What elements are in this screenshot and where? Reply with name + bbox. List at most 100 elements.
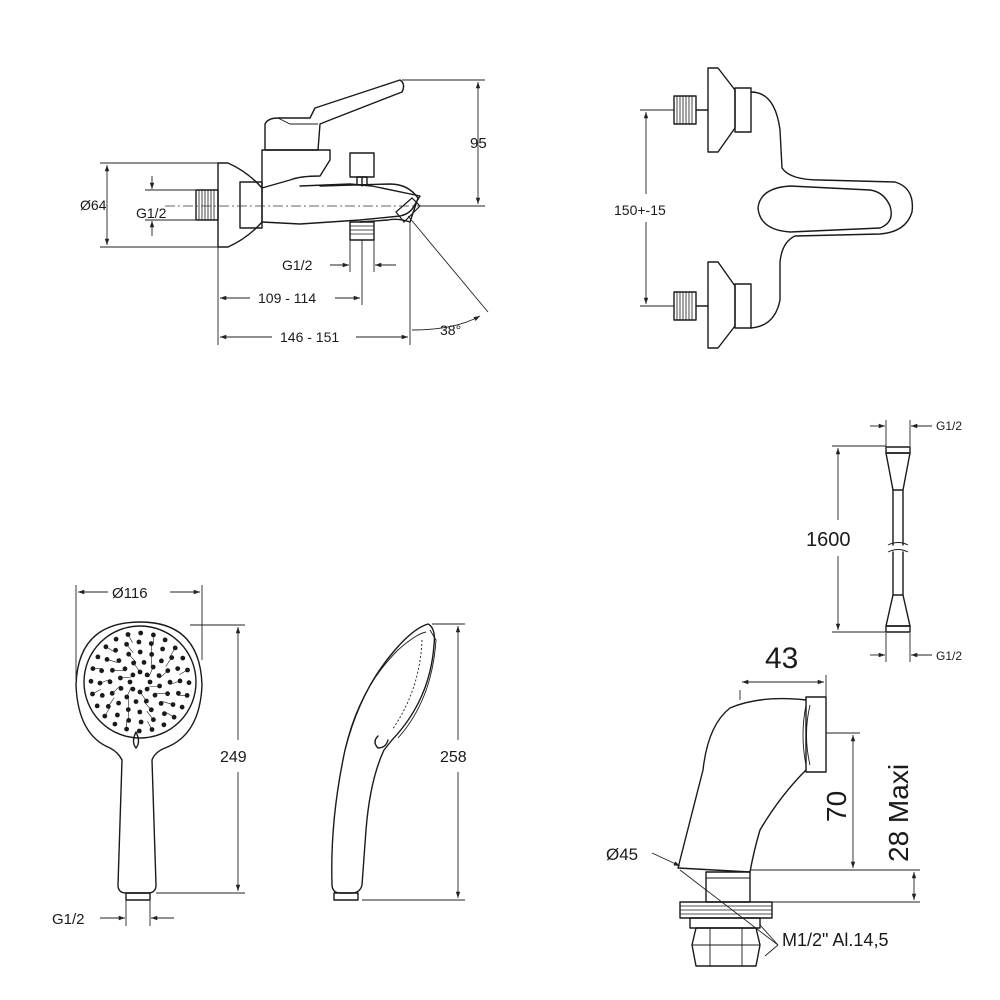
elbow-body [677, 697, 807, 873]
nozzle-dot [160, 646, 166, 652]
diverter-knob [349, 152, 375, 178]
dim-label-centres: 150+-15 [614, 202, 666, 218]
dim-hose-bottom-thread [870, 633, 932, 662]
dim-label-diameter: Ø64 [80, 197, 107, 213]
handshower-head-outline [75, 621, 203, 894]
nozzle-dot [172, 645, 178, 651]
nozzle-dot [122, 666, 128, 672]
nozzle-dot [162, 637, 168, 643]
nozzle-link [112, 670, 124, 672]
nozzle-dot [88, 678, 94, 684]
side-top-flange [707, 67, 736, 153]
nozzle-link [126, 686, 132, 698]
dim-label-elbow-width: 43 [765, 642, 798, 675]
nozzle-link [108, 697, 115, 707]
dim-hose-length [832, 445, 886, 633]
shower-hose: G1/2 1600 G1/2 [806, 419, 962, 663]
nozzle-dot [159, 658, 164, 664]
nozzle-dot [133, 699, 139, 704]
nozzle-link [126, 644, 134, 653]
spout-nozzle [395, 197, 421, 223]
mixer-outlet-thread [349, 221, 375, 241]
nozzle-link [156, 692, 168, 694]
dim-outlet-thread [330, 240, 396, 272]
dim-label-hose-length: 1600 [806, 529, 851, 551]
side-lever-slot [757, 185, 892, 233]
nozzle-dot [179, 704, 185, 710]
nozzle-dot [138, 630, 144, 636]
nozzle-dot [127, 679, 133, 685]
nozzle-link [170, 647, 176, 657]
dim-label-front-length: 249 [220, 749, 247, 766]
nozzle-link [162, 701, 174, 705]
mixer-spout [319, 183, 419, 223]
handshower-front-view: Ø116 249 G1/2 [52, 585, 247, 928]
elbow-nut [691, 927, 761, 967]
nozzle-dot [158, 701, 164, 706]
mixer-front-view: 95 Ø64 G1/2 G1/2 [80, 79, 489, 345]
nozzle-link [179, 669, 188, 675]
nozzle-dot [175, 666, 181, 671]
spray-face [83, 625, 197, 739]
nozzle-link [165, 712, 175, 718]
dim-label-hose-top: G1/2 [936, 419, 962, 433]
nozzle-dot [152, 692, 158, 698]
handshower-side-face [397, 629, 437, 739]
nozzle-link [159, 670, 169, 679]
dim-spout-angle [407, 215, 489, 331]
nozzle-dot [150, 664, 156, 670]
nozzle-link [143, 701, 152, 711]
elbow-connector: 43 70 28 Maxi Ø45 M1/2" Al.14,5 [606, 642, 920, 967]
dim-hose-top-thread [870, 420, 932, 446]
nozzle-dot [162, 711, 167, 717]
dim-label-elbow-height: 70 [821, 791, 852, 822]
dim-handshower-thread [100, 900, 174, 926]
nozzle-link [128, 698, 130, 710]
dim-label-elbow-max: 28 Maxi [883, 764, 914, 862]
nozzle-dot [113, 647, 118, 653]
dim-inlet-thread [145, 176, 196, 236]
dim-label-hose-bottom: G1/2 [936, 649, 962, 663]
dim-label-outlet-thread: G1/2 [282, 257, 313, 273]
nozzle-link [106, 659, 118, 663]
nozzle-dot [147, 679, 153, 685]
nozzle-dot [167, 679, 173, 685]
nozzle-dot [94, 703, 100, 709]
side-bottom-flange [707, 261, 736, 349]
nozzle-dot [113, 636, 119, 642]
mixer-nut [239, 181, 263, 229]
nozzle-dot [99, 668, 104, 674]
nozzle-dot [136, 639, 142, 645]
nozzle-link [120, 676, 132, 679]
nozzle-link [99, 679, 111, 684]
nozzle-link [139, 691, 147, 702]
nozzle-link [128, 653, 137, 663]
nozzle-dot [103, 644, 109, 650]
nozzle-dot [141, 660, 147, 665]
dim-height-95 [402, 79, 485, 207]
dim-label-head-diameter: Ø116 [112, 585, 148, 602]
dim-depth-short [217, 240, 363, 345]
dim-label-depth-short: 109 - 114 [258, 290, 316, 306]
nozzle-dot [180, 655, 186, 661]
spray-nozzles [88, 630, 192, 734]
dim-label-elbow-thread: M1/2" Al.14,5 [782, 930, 888, 950]
handshower-side-connector [333, 892, 359, 901]
dim-label-inlet-thread: G1/2 [136, 205, 167, 221]
nozzle-dot [186, 680, 192, 686]
nozzle-dot [116, 700, 121, 706]
handshower-side-view: 258 [331, 623, 467, 901]
dim-elbow-width [739, 675, 827, 700]
dim-label-elbow-diameter: Ø45 [606, 845, 638, 864]
nozzle-dot [138, 719, 144, 725]
nozzle-link [169, 680, 181, 685]
mixer-handle [264, 79, 405, 151]
handshower-drop [132, 731, 140, 749]
dim-label-height: 95 [470, 135, 487, 152]
nozzle-dot [112, 721, 118, 727]
nozzle-dot [118, 686, 124, 691]
side-body [750, 91, 914, 329]
hose-top-cone [885, 452, 911, 491]
dim-handshower-side-length [362, 623, 465, 901]
